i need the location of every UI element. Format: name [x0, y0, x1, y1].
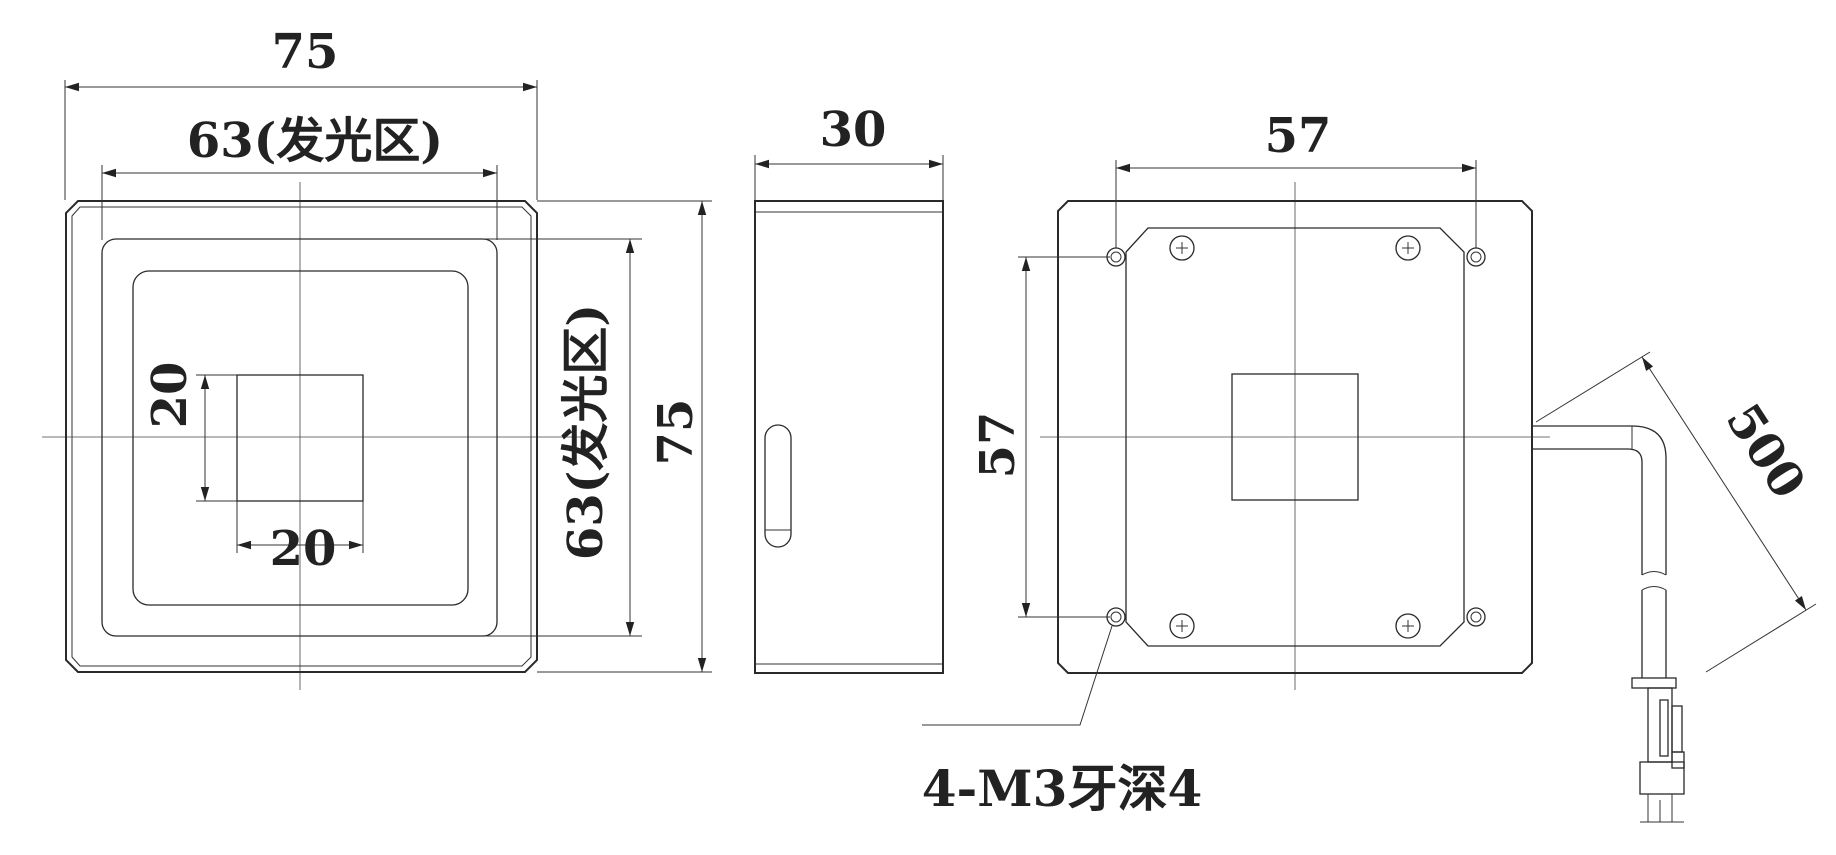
- side-cable-gland: [764, 424, 792, 548]
- front-outer-body-inner-edge: [71, 206, 532, 667]
- thread-leader-line: [922, 625, 1113, 726]
- connector-plug: [1631, 677, 1685, 823]
- dim-depth: 30: [820, 102, 887, 158]
- dim-outer-height: 75: [648, 399, 704, 466]
- mounting-hole: [1466, 247, 1486, 267]
- side-body: [754, 200, 944, 674]
- front-view: 75 63(发光区) 20 20 63(发光区) 75: [42, 24, 712, 690]
- dim-hole-spacing-h: 57: [1265, 108, 1332, 164]
- side-view: 30: [754, 102, 944, 674]
- emitting-area-outline: [101, 238, 498, 637]
- dim-outer-width: 75: [272, 24, 339, 80]
- diffuser-outline: [132, 270, 469, 606]
- dim-emitting-height: 63(发光区): [558, 304, 614, 560]
- cable: [1532, 425, 1667, 678]
- back-cover-plate: [1125, 227, 1465, 647]
- screw-icon: [1169, 235, 1195, 261]
- dim-line-cable-length: [1641, 356, 1807, 611]
- center-window: [236, 374, 364, 502]
- mounting-hole: [1466, 607, 1486, 627]
- screw-icon: [1169, 613, 1195, 639]
- ext-line: [1705, 603, 1817, 673]
- thread-note: 4-M3牙深4: [922, 759, 1202, 818]
- back-outer-body: [1057, 200, 1533, 674]
- front-outer-body: [65, 200, 538, 673]
- screw-icon: [1395, 235, 1421, 261]
- dim-hole-spacing-v: 57: [970, 412, 1026, 479]
- screw-icon: [1395, 613, 1421, 639]
- ext-line: [1535, 351, 1651, 423]
- back-view: 57 57 4-M3牙深4: [922, 108, 1817, 823]
- dim-window-width: 20: [270, 521, 337, 577]
- dim-emitting-width: 63(发光区): [187, 113, 443, 169]
- dim-cable-length: 500: [1715, 394, 1817, 509]
- dim-window-height: 20: [142, 362, 198, 429]
- back-center-square: [1231, 373, 1359, 501]
